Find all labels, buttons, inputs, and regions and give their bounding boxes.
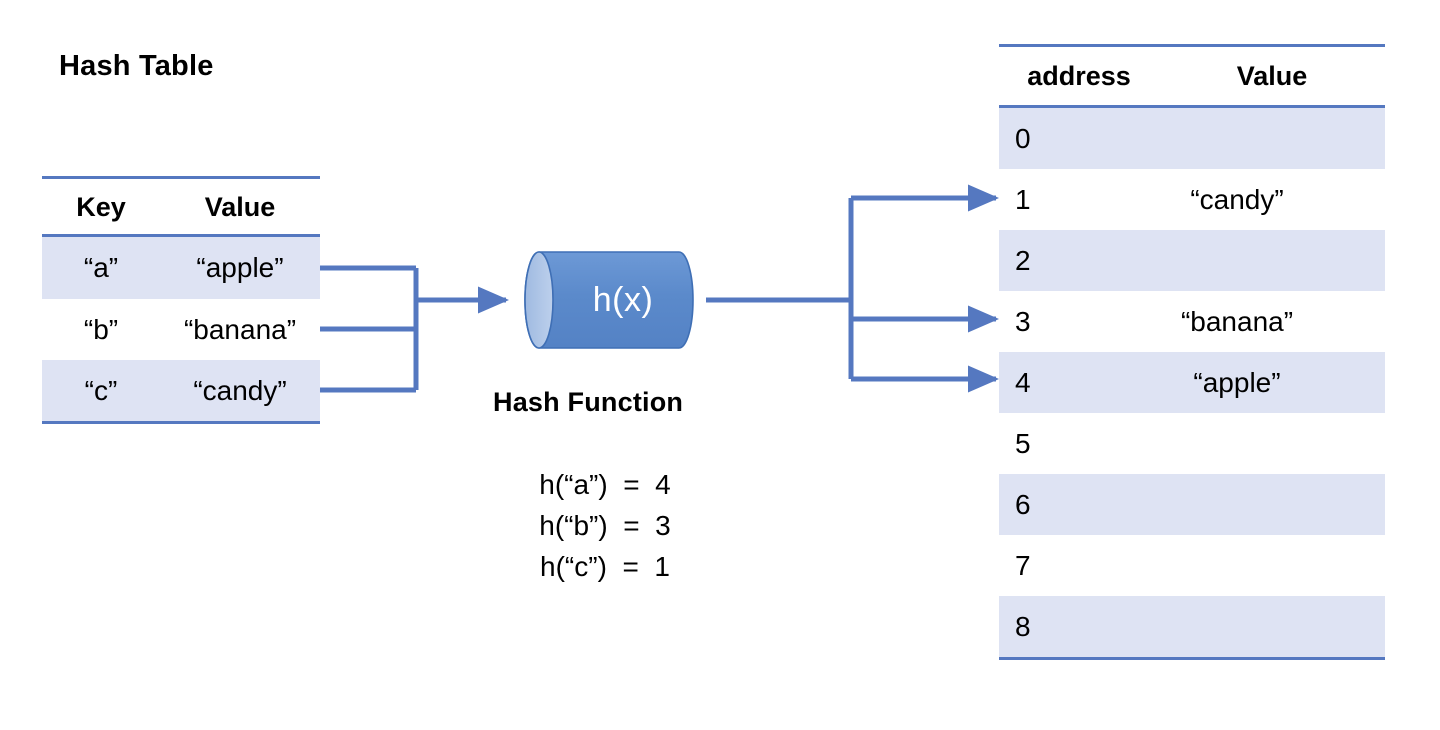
hash-function-cylinder: h(x) (512, 250, 706, 350)
kv-table-header-rule (42, 234, 320, 237)
address-header-value: Value (1236, 60, 1308, 91)
address-cell-index: 4 (1015, 366, 1031, 398)
kv-header-value: Value (204, 192, 276, 222)
hash-formula-line: h(“c”) = 1 (540, 551, 670, 582)
kv-cell-value: “candy” (193, 374, 287, 406)
table-row: 3 “banana” (999, 291, 1385, 352)
address-cell-index: 5 (1015, 427, 1031, 459)
kv-header-key: Key (76, 192, 126, 222)
kv-cell-key: “a” (83, 252, 119, 283)
cylinder-label: h(x) (592, 280, 654, 319)
table-row: “a” “apple” (42, 237, 320, 299)
address-header-address: address (1027, 60, 1131, 91)
kv-cell-value: “apple” (196, 252, 284, 283)
address-cell-value: “candy” (1190, 183, 1284, 215)
address-cell-index: 8 (1015, 610, 1031, 642)
cylinder-shape (524, 251, 694, 349)
address-cell-index: 2 (1015, 244, 1031, 276)
kv-table-top-rule (42, 176, 320, 179)
address-cell-index: 7 (1015, 549, 1031, 581)
table-row: “c” “candy” (42, 360, 320, 421)
hash-function-label: Hash Function (493, 387, 684, 417)
table-row: 0 (999, 108, 1385, 169)
address-table-header-rule (999, 105, 1385, 108)
address-cell-value: “apple” (1193, 366, 1281, 398)
table-row: 4 “apple” (999, 352, 1385, 413)
address-cell-index: 6 (1015, 488, 1031, 520)
kv-table-header-row: Key Value (42, 179, 320, 236)
address-cell-index: 1 (1015, 183, 1031, 215)
table-row: 2 (999, 230, 1385, 291)
table-row: 5 (999, 413, 1385, 474)
hash-formula-list: h(“a”) = 4 h(“b”) = 3 h(“c”) = 1 (455, 464, 755, 587)
table-row: 6 (999, 474, 1385, 535)
table-row: 7 (999, 535, 1385, 596)
table-row: “b” “banana” (42, 299, 320, 360)
address-cell-value: “banana” (1180, 305, 1294, 337)
table-row: 1 “candy” (999, 169, 1385, 230)
hash-formula-line: h(“b”) = 3 (539, 510, 671, 541)
kv-cell-key: “c” (84, 374, 118, 406)
address-cell-index: 3 (1015, 305, 1031, 337)
hash-table-title: Hash Table (59, 50, 214, 82)
address-table-header-row: address Value (999, 47, 1385, 105)
address-cell-index: 0 (1015, 122, 1031, 154)
table-row: 8 (999, 596, 1385, 657)
address-table-bottom-rule (999, 657, 1385, 660)
address-table-top-rule (999, 44, 1385, 47)
hash-formula-line: h(“a”) = 4 (539, 469, 671, 500)
kv-cell-value: “banana” (183, 313, 297, 345)
kv-table-bottom-rule (42, 421, 320, 424)
kv-cell-key: “b” (83, 313, 119, 345)
